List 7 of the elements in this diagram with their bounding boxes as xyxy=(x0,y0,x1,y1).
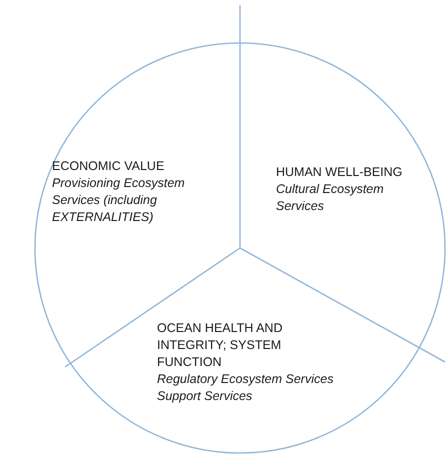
description-text: Regulatory Ecosystem Services xyxy=(157,371,334,388)
heading-text: OCEAN HEALTH AND INTEGRITY; SYSTEM FUNCTION xyxy=(157,320,284,371)
description-text: Support Services xyxy=(157,388,254,405)
heading-text: HUMAN WELL-BEING xyxy=(276,164,404,181)
description-text: Provisioning Ecosystem Services (including EXTERNALITIES) xyxy=(52,175,186,226)
heading-text: ECONOMIC VALUE xyxy=(52,158,166,175)
description-text: Cultural Ecosystem Services xyxy=(276,181,385,215)
